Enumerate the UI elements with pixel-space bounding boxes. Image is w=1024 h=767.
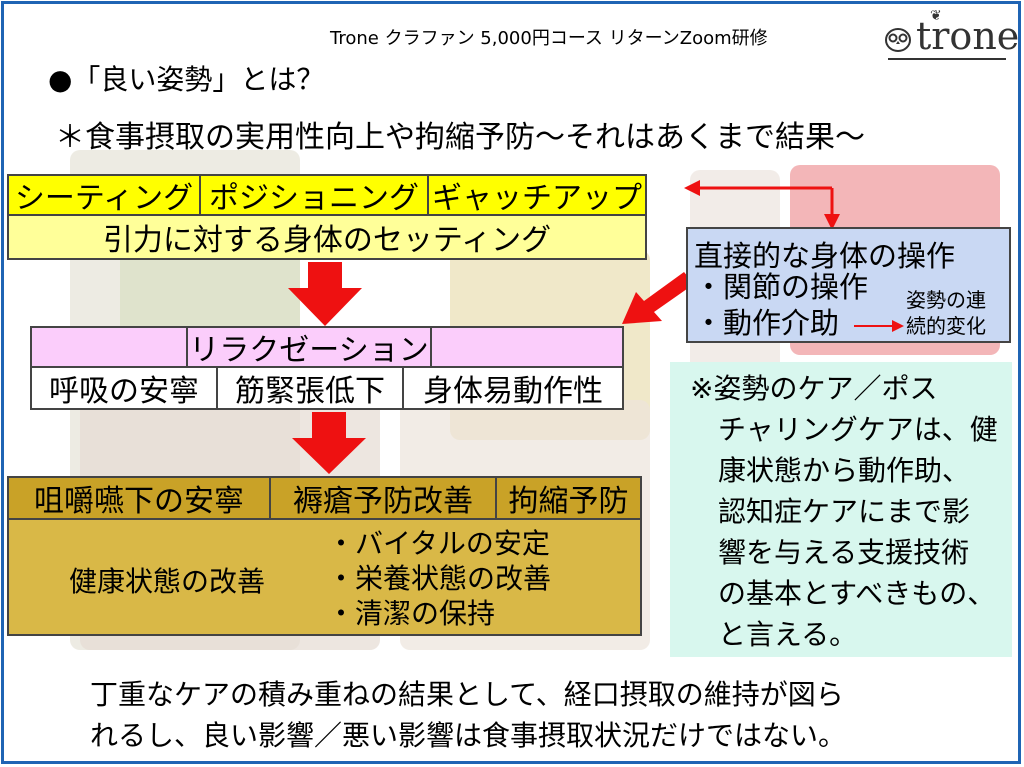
slide-title: ●「良い姿勢」とは？ [48,63,325,96]
body-setting-cell: 引力に対する身体のセッティング [7,214,647,260]
breathing-cell: 呼吸の安寧 [30,366,218,410]
double-arrow [684,180,840,230]
note-line: ※姿勢のケア／ポス [690,372,938,405]
ornament-icon: ❦ [930,8,942,24]
muscle-tone-cell: 筋緊張低下 [216,366,404,410]
seating-cell: シーティング [7,174,201,216]
bullet-nutrition: ・栄養状態の改善 [327,562,552,595]
direct-manipulation-box: 直接的な身体の操作 ・関節の操作 ・動作介助 姿勢の連 続的変化 [686,227,1011,343]
manipulation-bullets: ・関節の操作 ・動作介助 [694,269,868,341]
note-line: 康状態から動作助、 [690,454,971,487]
note-line: の基本とすべきもの、 [690,577,996,610]
bullet-vitals: ・バイタルの安定 [327,527,550,560]
posture-change-note: 姿勢の連 続的変化 [906,287,986,339]
note-line: 認知症ケアにまで影 [690,495,971,528]
trone-logo: ❦ trone [876,8,1019,66]
contracture-cell: 拘縮予防 [495,476,642,520]
bullet-assist: ・動作介助 [694,306,840,340]
posture-change-note-line1: 姿勢の連 [906,288,986,312]
footer-line-2: れるし、良い影響／悪い影響は食事摂取状況だけではない。 [90,719,847,752]
health-improvement-panel: 健康状態の改善 ・バイタルの安定 ・栄養状態の改善 ・清潔の保持 [7,518,642,636]
footer-text: 丁重なケアの積み重ねの結果として、経口摂取の維持が図ら れるし、良い影響／悪い影… [90,674,846,756]
note-line: と言える。 [690,618,858,651]
swallowing-cell: 咀嚼嚥下の安寧 [7,476,271,520]
note-line: チャリングケアは、健 [690,413,998,446]
diagonal-arrow [622,272,694,324]
health-bullets: ・バイタルの安定 ・栄養状態の改善 ・清潔の保持 [327,526,551,631]
header-text: Trone クラファン 5,000円コース リターンZoom研修 [330,28,768,49]
bullet-hygiene: ・清潔の保持 [327,597,496,630]
relaxation-cell: リラクゼーション [186,326,432,368]
down-arrow-1 [288,262,362,326]
small-right-arrow [854,320,904,332]
slide-subtitle: ＊食事摂取の実用性向上や拘縮予防～それはあくまで結果～ [55,120,865,155]
logo-underline [888,58,1006,60]
footer-line-1: 丁重なケアの積み重ねの結果として、経口摂取の維持が図ら [90,678,844,711]
positioning-cell: ポジショニング [199,174,429,216]
note-text: ※姿勢のケア／ポス チャリングケアは、健 康状態から動作助、 認知症ケアにまで影… [690,368,998,655]
owl-icon [885,28,911,52]
bullet-joint: ・関節の操作 [694,270,869,304]
posturing-care-note: ※姿勢のケア／ポス チャリングケアは、健 康状態から動作助、 認知症ケアにまで影… [670,362,1012,657]
posture-change-note-line2: 続的変化 [906,314,986,338]
gatch-up-cell: ギャッチアップ [427,174,647,216]
down-arrow-2 [292,412,366,474]
note-line: 響を与える支援技術 [690,536,970,569]
direct-manipulation-title: 直接的な身体の操作 [694,239,956,273]
pressure-ulcer-cell: 褥瘡予防改善 [269,476,497,520]
health-improvement-label: 健康状態の改善 [69,565,266,598]
logo-wordmark: trone [916,14,1020,58]
mobility-cell: 身体易動作性 [402,366,624,410]
